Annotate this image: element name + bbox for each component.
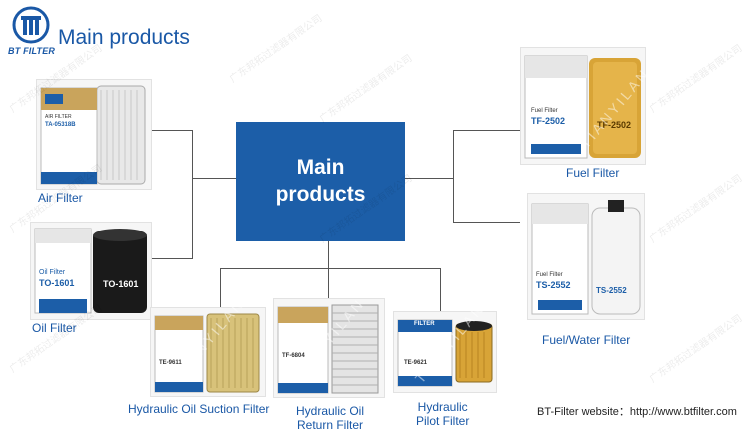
- company-logo: BT FILTER: [8, 6, 55, 64]
- air-box-model: TA-05318B: [45, 122, 76, 128]
- logo-text: BT FILTER: [8, 46, 56, 56]
- oil-can-text: TO-1601: [103, 279, 139, 289]
- oil-filter-illustration: [34, 228, 147, 314]
- oil-filter-photo: Oil Filter TO-1601 TO-1601: [30, 222, 152, 320]
- oil-box-model: TO-1601: [39, 278, 75, 288]
- connector-line: [328, 241, 329, 268]
- fuel-water-filter-label: Fuel/Water Filter: [542, 333, 631, 347]
- watermark-company: 广东邦拓过滤器有限公司: [317, 53, 415, 126]
- connector-line: [328, 268, 329, 298]
- watermark-company: 广东邦拓过滤器有限公司: [227, 13, 325, 86]
- fuel-can-text: TF-2502: [597, 120, 632, 130]
- air-filter-label: Air Filter: [38, 191, 83, 205]
- fuel-water-box-model: TS-2552: [536, 280, 571, 290]
- hydraulic-pilot-filter-label: Hydraulic Pilot Filter: [416, 400, 469, 428]
- fuel-water-can-text: TS-2552: [596, 286, 627, 295]
- pilot-label-line-1: Hydraulic: [417, 400, 468, 414]
- connector-line: [220, 268, 441, 269]
- watermark-company: 广东邦拓过滤器有限公司: [647, 173, 745, 246]
- pilot-box-model: TE-9621: [404, 360, 428, 366]
- hydraulic-return-filter-photo: TF-6804: [273, 298, 385, 398]
- return-label-line-2: Return Filter: [296, 418, 364, 432]
- hydraulic-return-filter-label: Hydraulic Oil Return Filter: [296, 404, 364, 432]
- connector-line: [405, 178, 453, 179]
- center-line-2: products: [275, 182, 366, 206]
- watermark-company: 广东邦拓过滤器有限公司: [647, 313, 745, 386]
- fuel-filter-illustration: [524, 55, 641, 159]
- pilot-filter-illustration: [397, 319, 493, 387]
- fuel-water-filter-photo: Fuel Filter TS-2552 TS-2552: [527, 193, 645, 320]
- hydraulic-suction-filter-photo: TE-9611: [150, 307, 266, 397]
- fuel-box-text: Fuel Filter: [531, 108, 558, 114]
- connector-line: [220, 268, 221, 307]
- connector-line: [453, 130, 520, 131]
- fuel-filter-label: Fuel Filter: [566, 166, 620, 180]
- fuel-box-model: TF-2502: [531, 116, 566, 126]
- website-text: BT-Filter website：http://www.btfilter.co…: [537, 406, 737, 418]
- hydraulic-suction-filter-label: Hydraulic Oil Suction Filter: [128, 402, 270, 416]
- return-label-line-1: Hydraulic Oil: [296, 404, 365, 418]
- bt-logo-icon: [12, 6, 50, 44]
- main-products-box: Main products: [236, 122, 405, 241]
- connector-line: [150, 130, 192, 131]
- pilot-box-text: FILTER: [414, 321, 435, 327]
- fuel-water-box-text: Fuel Filter: [536, 272, 563, 278]
- oil-box-text: Oil Filter: [39, 269, 66, 276]
- connector-line: [453, 130, 454, 223]
- connector-line: [192, 130, 193, 259]
- return-filter-illustration: [277, 304, 379, 394]
- oil-filter-label: Oil Filter: [32, 321, 77, 335]
- connector-line: [440, 268, 441, 311]
- suction-box-model: TE-9611: [159, 360, 182, 366]
- page-title: Main products: [58, 26, 190, 49]
- connector-line: [150, 258, 192, 259]
- suction-filter-illustration: [154, 313, 260, 393]
- watermark-company: 广东邦拓过滤器有限公司: [647, 43, 745, 116]
- air-filter-photo: AIR FILTER TA-05318B: [36, 79, 152, 190]
- fuel-filter-photo: Fuel Filter TF-2502 TF-2502: [520, 47, 646, 165]
- connector-line: [453, 222, 520, 223]
- pilot-label-line-2: Pilot Filter: [416, 414, 470, 428]
- air-filter-illustration: [40, 85, 146, 185]
- connector-line: [192, 178, 236, 179]
- center-line-1: Main: [296, 156, 345, 180]
- hydraulic-pilot-filter-photo: FILTER TE-9621: [393, 311, 497, 393]
- fuel-water-filter-illustration: [531, 200, 641, 315]
- return-box-model: TF-6804: [282, 353, 305, 359]
- air-box-text: AIR FILTER: [45, 114, 72, 120]
